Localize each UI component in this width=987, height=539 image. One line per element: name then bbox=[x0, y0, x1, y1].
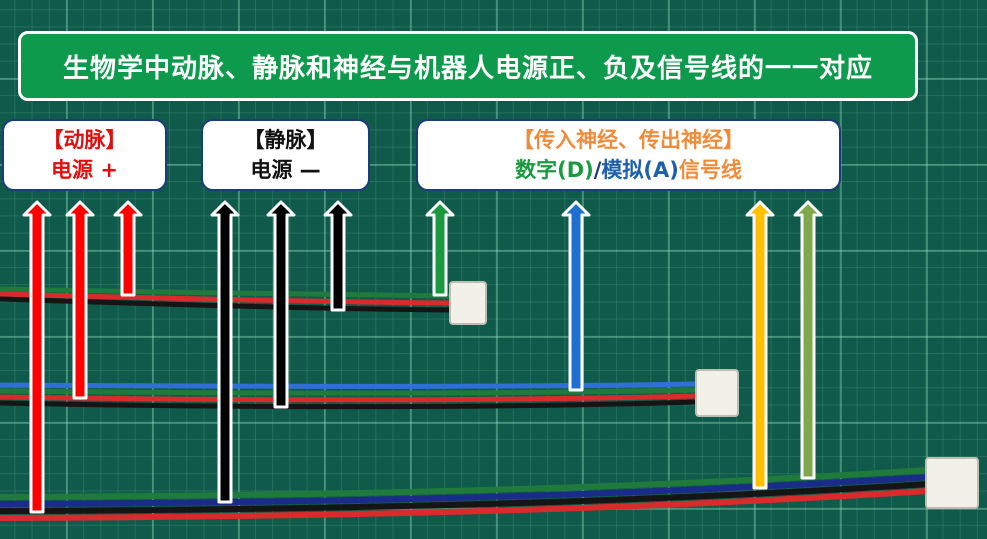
cable-top bbox=[0, 286, 453, 313]
artery-meaning: 电源 + bbox=[51, 158, 118, 182]
digital-abbr: (D) bbox=[557, 158, 594, 182]
vein-name: 【静脉】 bbox=[243, 128, 328, 152]
green-arrow bbox=[425, 200, 455, 297]
artery-label-box: 【动脉】 电源 + bbox=[2, 119, 167, 191]
cable-middle bbox=[0, 381, 699, 410]
title-text: 生物学中动脉、静脉和神经与机器人电源正、负及信号线的一一对应 bbox=[62, 53, 873, 84]
vein-meaning: 电源 — bbox=[250, 158, 321, 182]
vein-label-box: 【静脉】 电源 — bbox=[201, 119, 370, 191]
separator: / bbox=[593, 158, 602, 182]
nerve-label-box: 【传入神经、传出神经】 数字(D)/模拟(A)信号线 bbox=[416, 119, 841, 191]
analog-text: 模拟 bbox=[601, 158, 644, 182]
cable-bottom bbox=[0, 467, 929, 521]
analog-abbr: (A) bbox=[643, 158, 679, 182]
nerve-name: 【传入神经、传出神经】 bbox=[513, 128, 744, 152]
black-arrow-1 bbox=[210, 200, 240, 504]
artery-name: 【动脉】 bbox=[42, 128, 127, 152]
connector-bottom bbox=[925, 457, 979, 509]
signal-line-desc: 数字(D)/模拟(A)信号线 bbox=[515, 155, 742, 185]
signal-text: 信号线 bbox=[678, 158, 742, 182]
black-arrow-2 bbox=[266, 200, 296, 409]
yellow-arrow bbox=[745, 200, 775, 490]
digital-text: 数字 bbox=[515, 158, 558, 182]
title-banner: 生物学中动脉、静脉和神经与机器人电源正、负及信号线的一一对应 bbox=[18, 31, 918, 101]
red-arrow-2 bbox=[65, 200, 95, 400]
connector-middle bbox=[695, 369, 739, 417]
red-arrow-1 bbox=[22, 200, 52, 514]
blue-arrow bbox=[561, 200, 591, 392]
olive-arrow bbox=[793, 200, 823, 480]
red-arrow-3 bbox=[113, 200, 143, 297]
black-arrow-3 bbox=[323, 200, 353, 312]
connector-top bbox=[449, 281, 487, 325]
